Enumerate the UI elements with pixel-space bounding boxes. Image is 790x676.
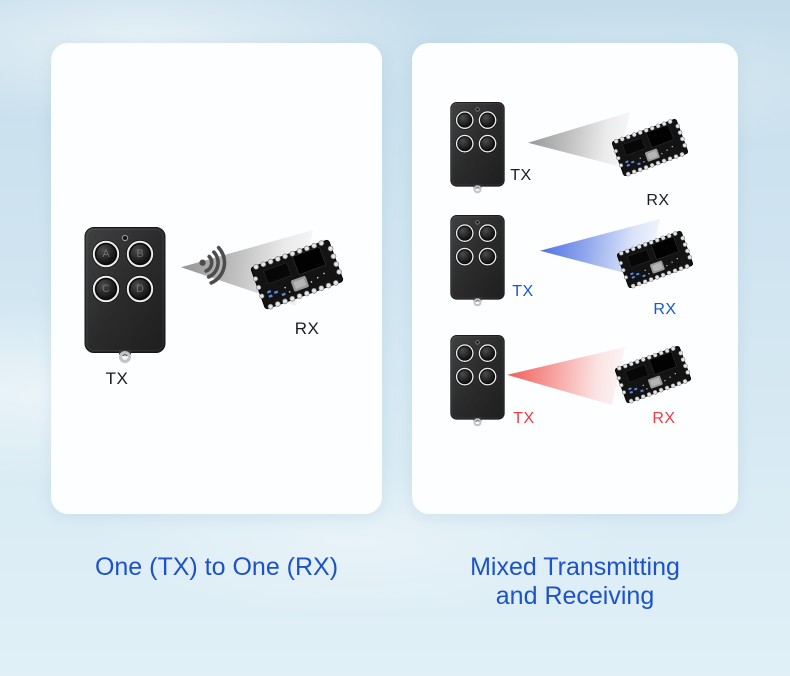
caption-mixed-line1: Mixed Transmitting xyxy=(470,553,680,581)
remote-control-graphic xyxy=(450,215,505,307)
remote-control-graphic xyxy=(450,102,505,194)
caption-mixed-line2: and Receiving xyxy=(495,582,655,610)
remote-button-c: C xyxy=(102,283,110,295)
caption-mixed: Mixed Transmitting and Receiving xyxy=(412,553,738,611)
rx-label: RX xyxy=(294,319,320,338)
caption-one-to-one: One (TX) to One (RX) xyxy=(94,553,339,581)
tx-remote: A B C D xyxy=(84,227,166,364)
rx-label-row3: RX xyxy=(652,410,676,427)
tx-remote-row3 xyxy=(450,335,505,432)
wifi-signal-icon xyxy=(199,245,227,285)
tx-remote-row2 xyxy=(450,215,505,312)
remote-button-d: D xyxy=(136,283,144,295)
remote-button-b: B xyxy=(136,248,144,260)
remote-button-a: A xyxy=(102,248,110,260)
tx-label: TX xyxy=(105,369,129,388)
rx-label-row1: RX xyxy=(646,192,670,209)
tx-label-row1: TX xyxy=(510,167,532,184)
remote-control-graphic xyxy=(450,335,505,427)
tx-remote-row1 xyxy=(450,102,505,199)
tx-label-row2: TX xyxy=(512,283,534,300)
tx-label-row3: TX xyxy=(513,410,535,427)
rx-label-row2: RX xyxy=(653,301,677,318)
